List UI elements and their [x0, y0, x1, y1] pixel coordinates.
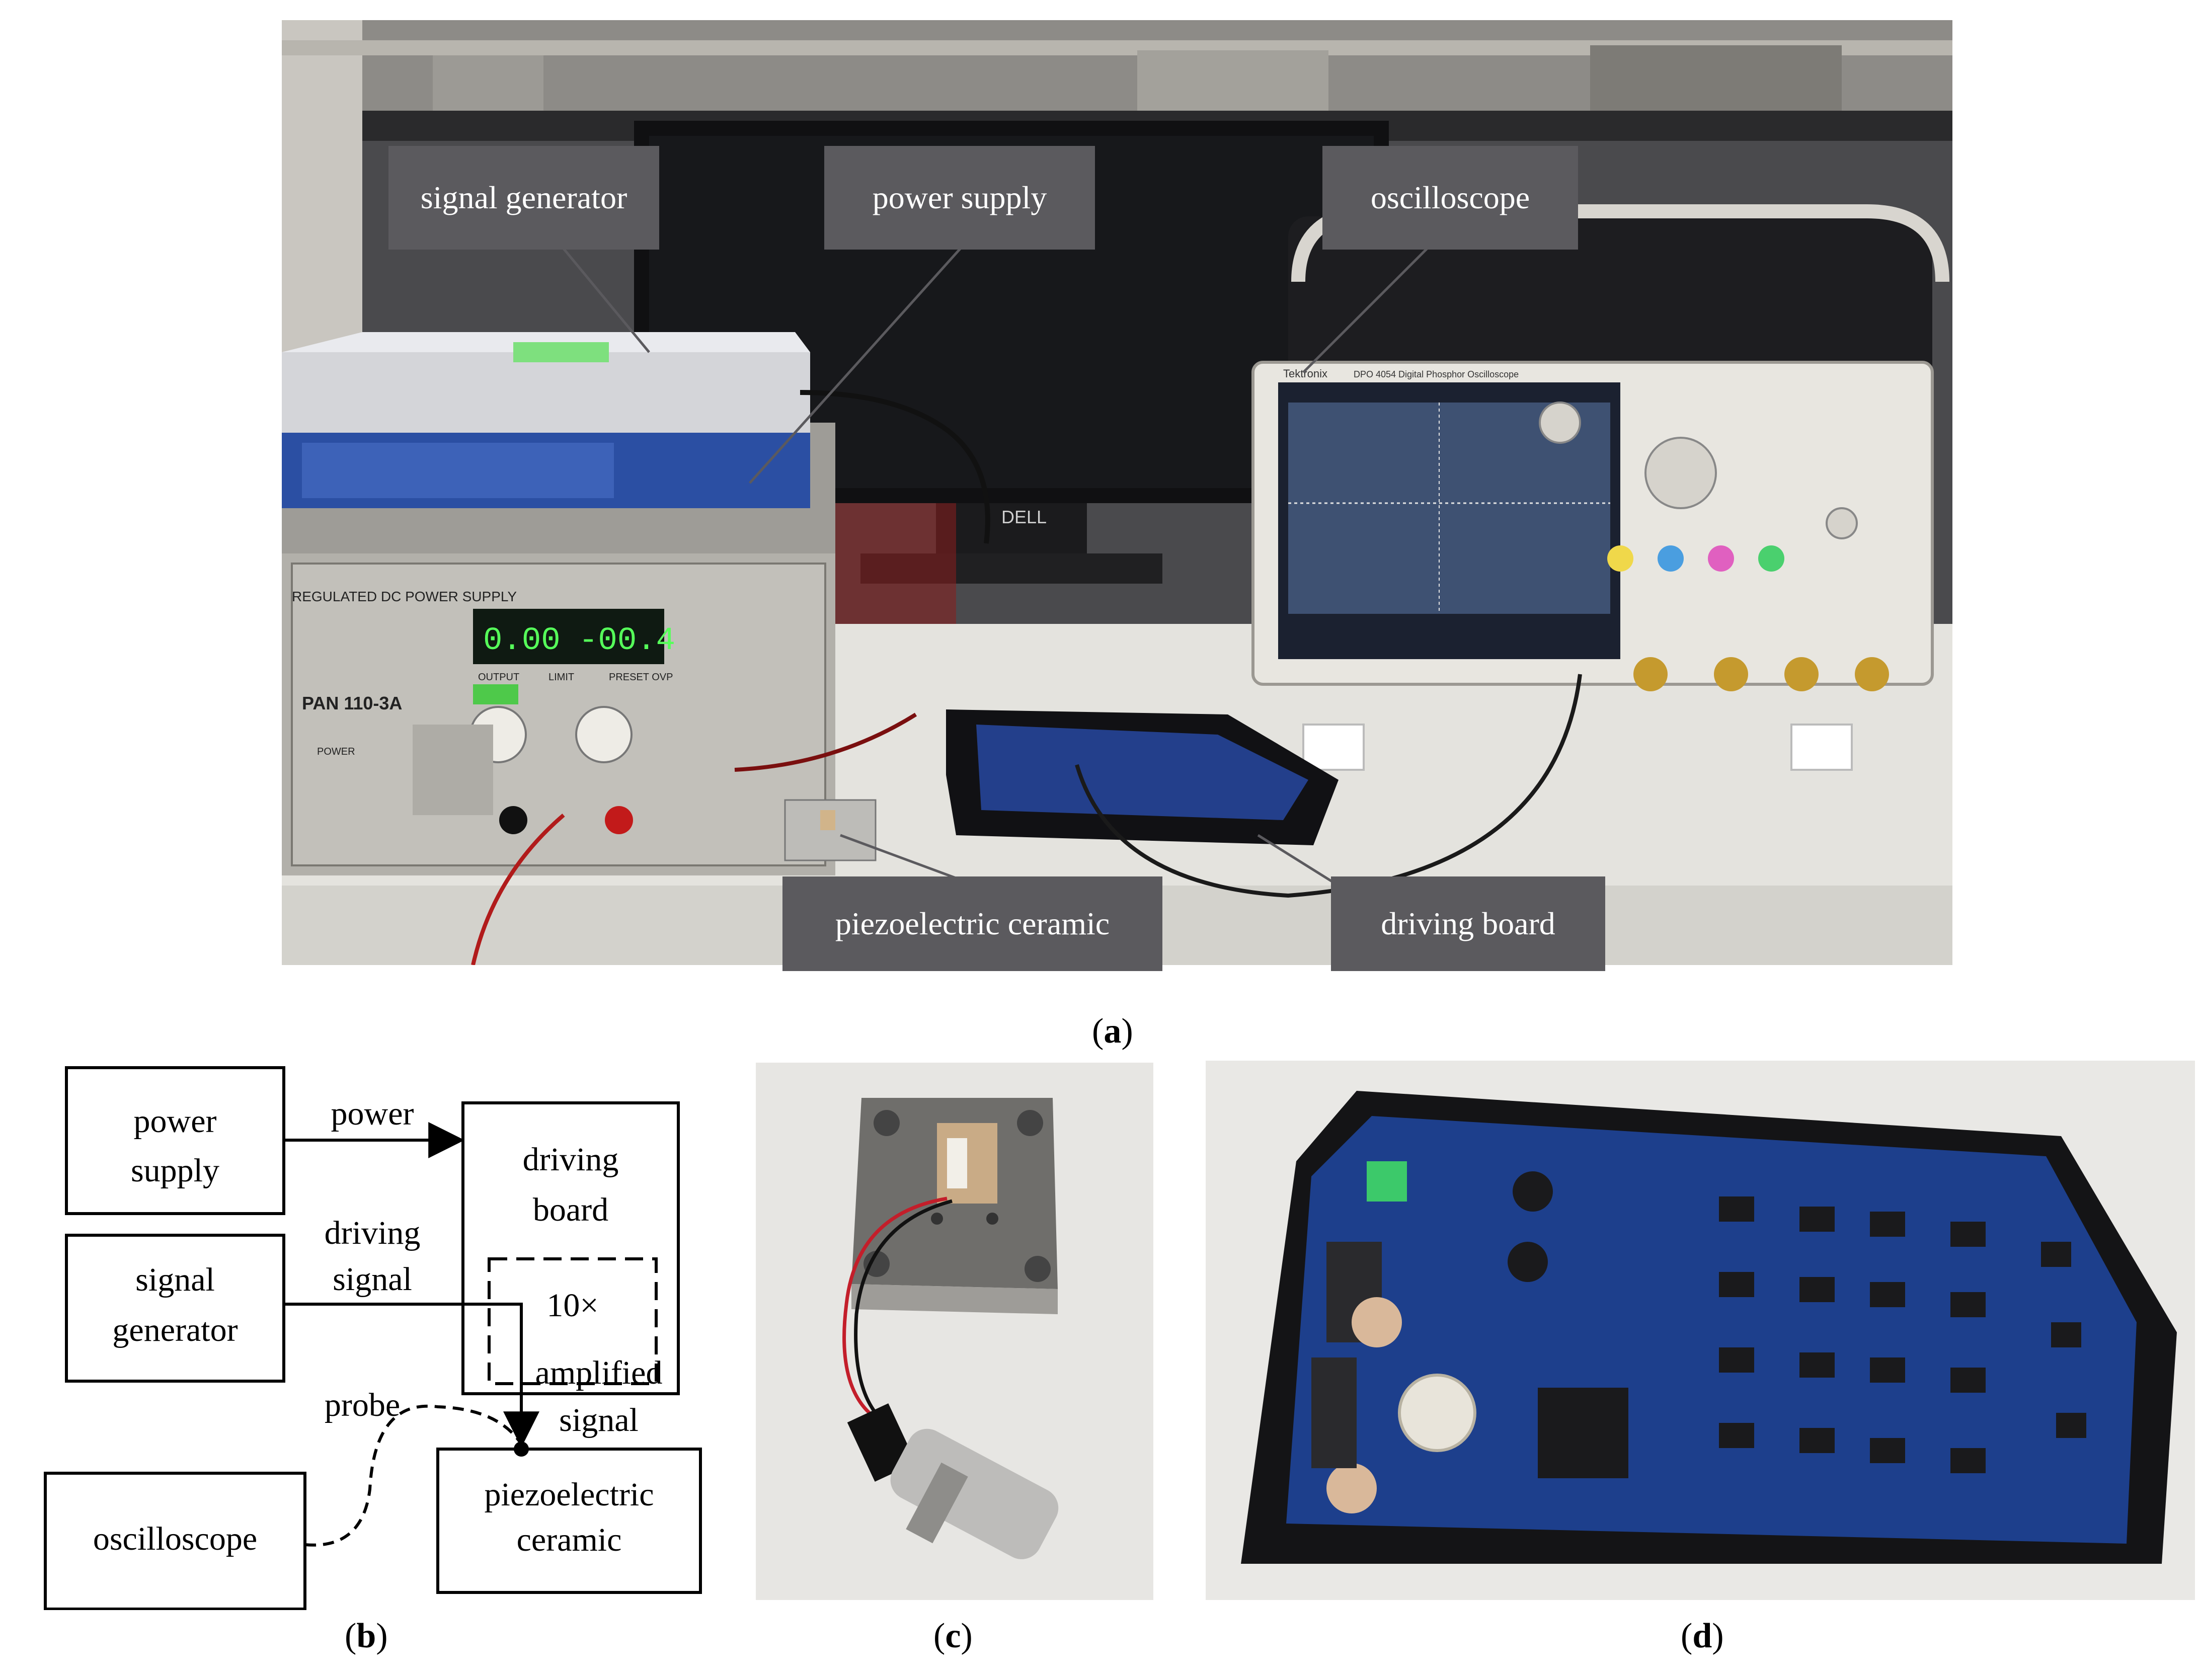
- block-diagram: power supply signal generator driving bo…: [44, 1066, 702, 1610]
- psu-power-label: POWER: [317, 746, 355, 757]
- edge-probe: [304, 1404, 523, 1547]
- caption-b-letter: b: [356, 1617, 376, 1655]
- caption-b: (b): [345, 1617, 388, 1655]
- psu-output-label: OUTPUT: [478, 672, 519, 683]
- box-driving-board-line2: board: [533, 1191, 608, 1228]
- edge-amplified-signal-line1: amplified: [535, 1354, 663, 1391]
- setup-photo-drawing: DELL REGULATED DC POWER SUPPLY PAN 110-3…: [282, 20, 1952, 965]
- edge-driving-signal-line2: signal: [333, 1261, 412, 1298]
- edge-power-label: power: [331, 1095, 414, 1132]
- box-oscilloscope-label: oscilloscope: [93, 1521, 257, 1557]
- box-piezoelectric-ceramic-line1: piezoelectric: [484, 1476, 654, 1513]
- box-amplifier-label: 10×: [546, 1287, 598, 1324]
- driving-board-photo: [1206, 1061, 2195, 1600]
- edge-driving-signal-line1: driving: [325, 1215, 421, 1251]
- piezo-photo: [756, 1063, 1153, 1600]
- box-signal-generator-line2: generator: [112, 1312, 238, 1348]
- box-driving-board-line1: driving: [523, 1141, 619, 1178]
- box-driving-board: [461, 1101, 680, 1395]
- caption-c-letter: c: [945, 1617, 961, 1655]
- caption-d: (d): [1681, 1617, 1724, 1655]
- driving-board-photo-drawing: [1206, 1061, 2195, 1600]
- psu-model-text: PAN 110-3A: [302, 693, 402, 713]
- setup-photo: DELL REGULATED DC POWER SUPPLY PAN 110-3…: [282, 20, 1952, 965]
- callout-oscilloscope: oscilloscope: [1322, 146, 1578, 250]
- psu-current-display: 0.00: [483, 623, 561, 659]
- psu-limit-label: LIMIT: [548, 672, 574, 683]
- monitor-brand: DELL: [1001, 507, 1047, 527]
- piezo-photo-drawing: [756, 1063, 1153, 1600]
- box-power-supply-line2: supply: [131, 1152, 219, 1189]
- edge-probe-label: probe: [325, 1387, 400, 1423]
- edge-driving-signal: [284, 1303, 539, 1448]
- caption-d-letter: d: [1692, 1617, 1712, 1655]
- box-power-supply: [65, 1066, 285, 1215]
- callout-driving-board: driving board: [1331, 876, 1605, 971]
- probe-junction-dot: [514, 1442, 529, 1457]
- caption-c: (c): [933, 1617, 973, 1655]
- psu-voltage-display: -00.4: [579, 623, 675, 659]
- callout-signal-generator: signal generator: [388, 146, 659, 250]
- box-oscilloscope: [44, 1472, 306, 1610]
- caption-a: (a): [1092, 1012, 1133, 1051]
- box-signal-generator: [65, 1234, 285, 1383]
- scope-model-text: DPO 4054 Digital Phosphor Oscilloscope: [1354, 369, 1519, 379]
- box-amplifier: [488, 1257, 658, 1385]
- callout-piezoelectric-ceramic: piezoelectric ceramic: [782, 876, 1162, 971]
- box-piezoelectric-ceramic: [436, 1448, 702, 1594]
- callout-power-supply: power supply: [824, 146, 1095, 250]
- box-signal-generator-line1: signal: [135, 1261, 215, 1298]
- box-piezoelectric-ceramic-line2: ceramic: [517, 1522, 622, 1558]
- caption-a-letter: a: [1104, 1012, 1122, 1051]
- psu-preset-label: PRESET OVP: [609, 672, 673, 683]
- box-power-supply-line1: power: [134, 1103, 217, 1140]
- edge-amplified-signal-line2: signal: [559, 1402, 639, 1438]
- psu-brand-text: REGULATED DC POWER SUPPLY: [292, 589, 517, 604]
